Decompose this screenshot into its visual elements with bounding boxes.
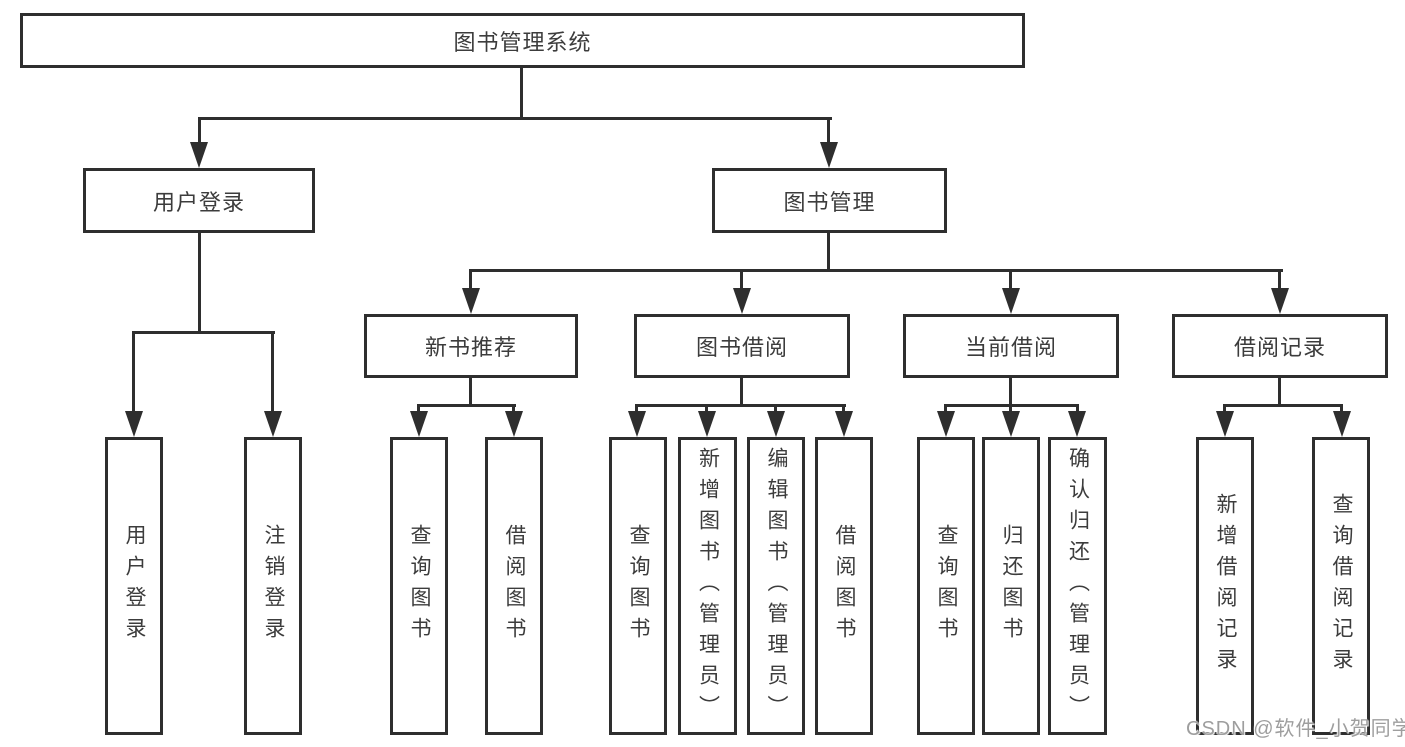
arrowhead-borrow-books-1 [505,411,523,437]
leaf-query-books-3-label: 查询图书 [935,524,958,648]
arrowhead-query-record [1333,411,1351,437]
connector-new-book-stem [469,378,472,406]
arrowhead-edit-book [767,411,785,437]
connector-drop-current-borrow [1009,271,1012,288]
arrowhead-book-management [820,142,838,168]
node-current-borrow-label: 当前借阅 [964,335,1057,360]
arrowhead-add-record [1216,411,1234,437]
arrowhead-query-books-1 [410,411,428,437]
connector-new-book-bus [417,404,516,407]
leaf-query-books-1-label: 查询图书 [408,524,431,648]
arrowhead-user-login [190,142,208,168]
node-book-borrow: 图书借阅 [634,314,850,378]
connector-current-borrow-bus [944,404,1079,407]
arrowhead-current-borrow [1002,288,1020,314]
connector-drop-borrow-records [1278,271,1281,288]
leaf-add-borrow-record-label: 新增借阅记录 [1214,493,1237,679]
leaf-user-login: 用户登录 [105,437,163,735]
connector-user-login-stem [198,233,201,333]
connector-borrow-records-bus [1223,404,1343,407]
arrowhead-query-books-2 [628,411,646,437]
leaf-add-borrow-record: 新增借阅记录 [1196,437,1254,735]
leaf-return-book: 归还图书 [982,437,1040,735]
arrowhead-book-borrow [733,288,751,314]
connector-drop-edit-book [774,406,777,411]
connector-book-management-stem [827,233,830,271]
connector-drop-add-book [705,406,708,411]
arrowhead-borrow-records [1271,288,1289,314]
leaf-borrow-books-2: 借阅图书 [815,437,873,735]
node-current-borrow: 当前借阅 [903,314,1119,378]
leaf-edit-book-admin: 编辑图书（管理员） [747,437,805,735]
connector-drop-new-book-recommend [469,271,472,288]
leaf-borrow-books-1-label: 借阅图书 [503,524,526,648]
node-borrow-records: 借阅记录 [1172,314,1388,378]
connector-drop-confirm-return [1076,406,1079,411]
leaf-return-book-label: 归还图书 [1000,524,1023,648]
arrowhead-new-book-recommend [462,288,480,314]
leaf-add-book-admin: 新增图书（管理员） [678,437,737,735]
connector-drop-book-management [827,118,830,142]
leaf-borrow-books-2-label: 借阅图书 [833,524,856,648]
connector-user-login-bus [132,331,275,334]
leaf-query-borrow-record-label: 查询借阅记录 [1330,493,1353,679]
arrowhead-leaf-logout [264,411,282,437]
node-user-login-label: 用户登录 [152,189,245,215]
node-new-book-recommend: 新书推荐 [364,314,578,378]
leaf-query-books-2: 查询图书 [609,437,667,735]
connector-borrow-records-stem [1278,378,1281,406]
node-user-login: 用户登录 [83,168,315,233]
connector-drop-borrow-books-2 [842,406,845,411]
connector-drop-return-book [1009,406,1012,411]
connector-root-stem [520,68,523,118]
leaf-confirm-return-admin-label: 确认归还（管理员） [1066,446,1090,726]
node-borrow-records-label: 借阅记录 [1233,335,1326,360]
leaf-query-books-3: 查询图书 [917,437,975,735]
connector-drop-query-books-1 [417,406,420,411]
leaf-query-books-1: 查询图书 [390,437,448,735]
leaf-logout-login: 注销登录 [244,437,302,735]
connector-book-borrow-stem [740,378,743,406]
arrowhead-query-books-3 [937,411,955,437]
arrowhead-borrow-books-2 [835,411,853,437]
csdn-watermark: CSDN @软件_小贺同学 [1186,718,1405,740]
node-library-system: 图书管理系统 [20,13,1025,68]
arrowhead-return-book [1002,411,1020,437]
connector-drop-user-login [198,118,201,142]
leaf-confirm-return-admin: 确认归还（管理员） [1048,437,1107,735]
leaf-user-login-label: 用户登录 [123,524,146,648]
node-book-borrow-label: 图书借阅 [695,335,788,360]
leaf-edit-book-admin-label: 编辑图书（管理员） [765,446,788,726]
node-book-management-label: 图书管理 [783,189,876,215]
leaf-query-books-2-label: 查询图书 [627,524,650,648]
connector-current-borrow-stem [1009,378,1012,406]
arrowhead-leaf-user-login [125,411,143,437]
connector-drop-leaf-logout [271,333,274,411]
connector-level1-bus [198,117,832,120]
node-book-management: 图书管理 [712,168,947,233]
connector-drop-query-record [1340,406,1343,411]
arrowhead-confirm-return [1068,411,1086,437]
connector-drop-book-borrow [740,271,743,288]
leaf-query-borrow-record: 查询借阅记录 [1312,437,1370,735]
connector-drop-query-books-2 [635,406,638,411]
leaf-logout-login-label: 注销登录 [262,524,285,648]
connector-drop-borrow-books-1 [512,406,515,411]
connector-drop-add-record [1223,406,1226,411]
connector-book-borrow-bus [635,404,846,407]
leaf-add-book-admin-label: 新增图书（管理员） [696,446,720,726]
connector-drop-query-books-3 [944,406,947,411]
node-new-book-recommend-label: 新书推荐 [424,335,517,360]
leaf-borrow-books-1: 借阅图书 [485,437,543,735]
arrowhead-add-book [698,411,716,437]
node-library-system-label: 图书管理系统 [453,29,592,55]
connector-level2-bus [469,269,1283,272]
connector-drop-leaf-user-login [132,333,135,411]
